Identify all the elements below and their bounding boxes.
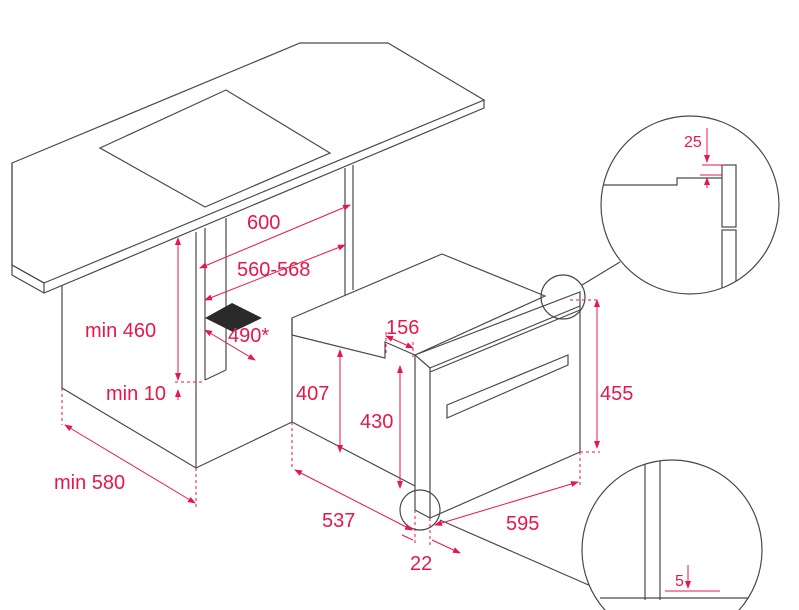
ventilation-slot [205, 303, 262, 332]
label-407: 407 [296, 383, 329, 405]
label-455: 455 [600, 383, 633, 405]
label-detail-5: 5 [675, 573, 684, 590]
label-22: 22 [410, 553, 432, 575]
detail-callouts: 25 5 [399, 115, 780, 610]
dimension-labels: 600 560-568 490* min 460 min 10 min 580 … [54, 212, 633, 575]
label-600: 600 [247, 212, 280, 234]
dimension-lines [61, 204, 600, 553]
label-min-10: min 10 [106, 383, 166, 405]
oven-handle [446, 354, 569, 419]
oven [291, 253, 581, 519]
label-560-568: 560-568 [237, 259, 310, 281]
label-490: 490* [228, 325, 269, 347]
label-min-580: min 580 [54, 472, 125, 494]
label-537: 537 [322, 510, 355, 532]
label-min-460: min 460 [85, 320, 156, 342]
label-595: 595 [506, 513, 539, 535]
countertop [11, 42, 486, 294]
hob [98, 89, 332, 208]
label-detail-25: 25 [684, 134, 702, 151]
label-430: 430 [360, 411, 393, 433]
label-156: 156 [386, 317, 419, 339]
